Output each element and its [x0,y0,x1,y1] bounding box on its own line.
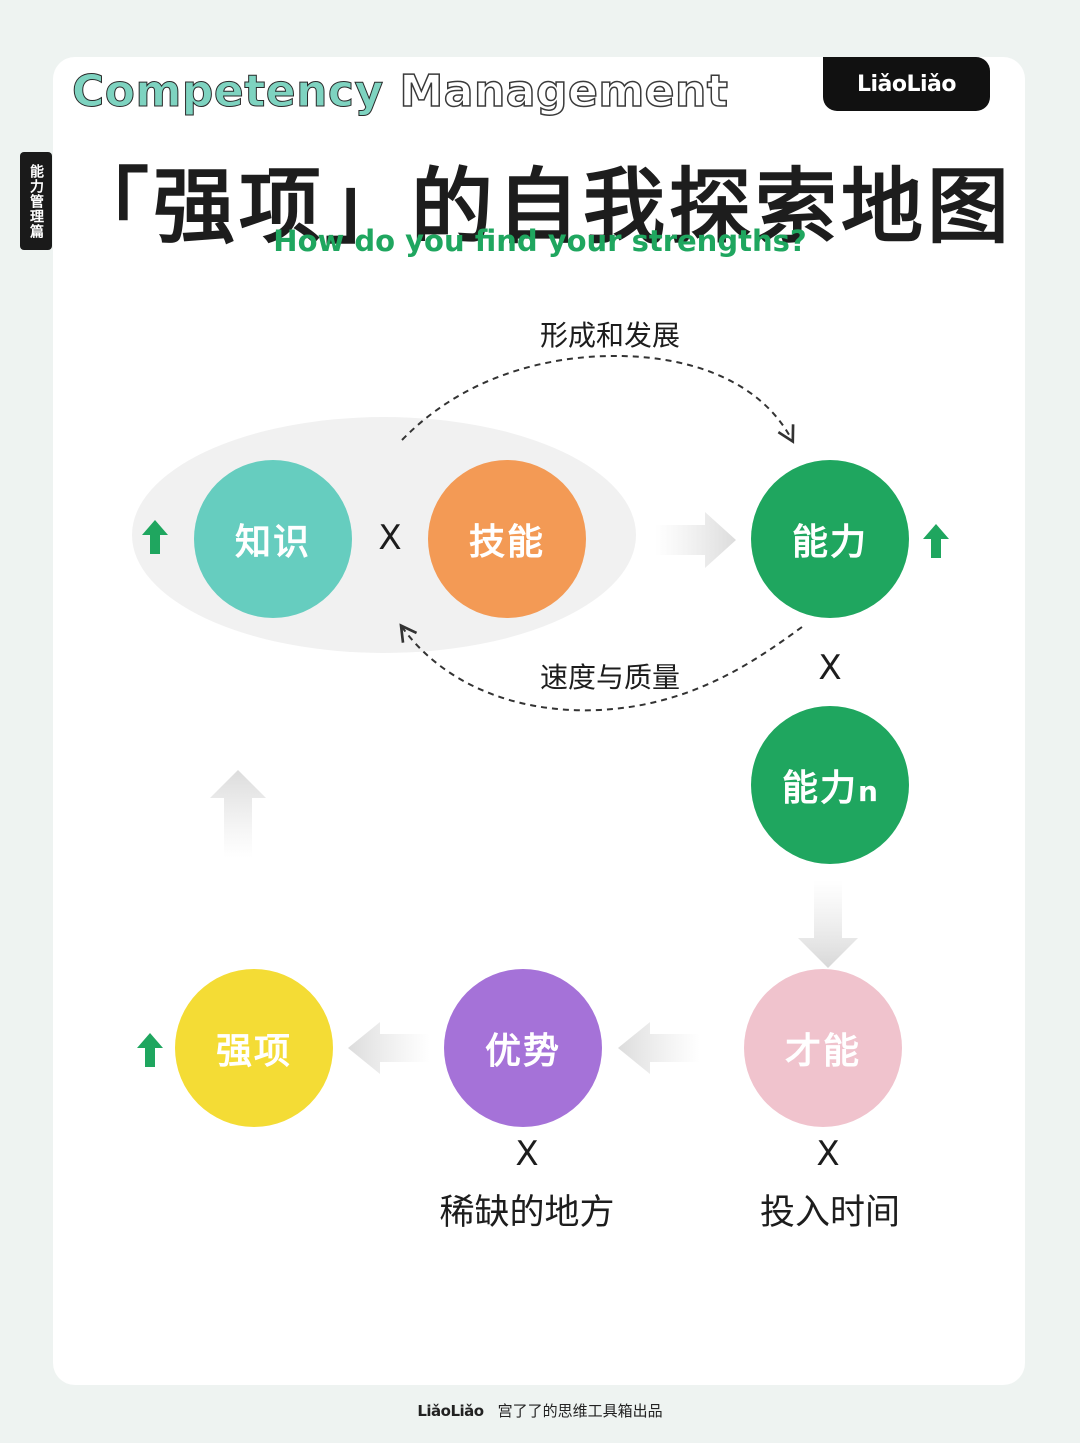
flow-arrow-up-loop [210,770,266,858]
node-talent: 才能 [744,969,902,1127]
english-heading-word2: Management [399,65,729,118]
loop-arrow-top [401,354,795,444]
node-ability-n-suffix: n [858,774,878,808]
footer-brand: LiǎoLiǎo [417,1402,484,1420]
footer-text: 宫了了的思维工具箱出品 [497,1402,663,1420]
node-strength: 强项 [175,969,333,1127]
brand-logo: LiǎoLiǎo [823,57,990,111]
english-heading-word1: Competency [72,66,384,118]
loop-bottom-label: 速度与质量 [539,661,680,694]
node-skill: 技能 [428,460,586,618]
node-advantage: 优势 [444,969,602,1127]
loop-arrow-bottom [399,623,803,712]
flow-arrow-to-strength [348,1022,430,1074]
english-heading: Competency Management [72,65,729,118]
node-ability: 能力 [751,460,909,618]
talent-factor-label: 投入时间 [759,1193,900,1233]
page-subtitle: How do you find your strengths? [273,224,807,258]
advantage-factor-label: 稀缺的地方 [439,1193,615,1233]
flow-arrow-to-advantage [618,1022,700,1074]
strength-up-arrow-icon [137,1033,163,1067]
category-tab: 能力管理篇 [20,152,52,250]
knowledge-up-arrow-icon [142,520,168,554]
times-knowledge-skill: X [378,518,402,558]
loop-top-label: 形成和发展 [539,319,680,352]
node-knowledge: 知识 [194,460,352,618]
page-title: 「强项」的自我探索地图 [66,160,1013,255]
ability-up-arrow-icon [923,524,949,558]
node-ability-n-label: 能力 [782,768,859,809]
times-ability: X [818,648,842,688]
flow-arrow-to-talent [798,880,858,968]
times-advantage: X [515,1134,539,1174]
flow-arrow-to-ability [655,512,736,568]
footer: LiǎoLiǎo 宫了了的思维工具箱出品 [0,1400,1080,1421]
times-talent: X [816,1134,840,1174]
